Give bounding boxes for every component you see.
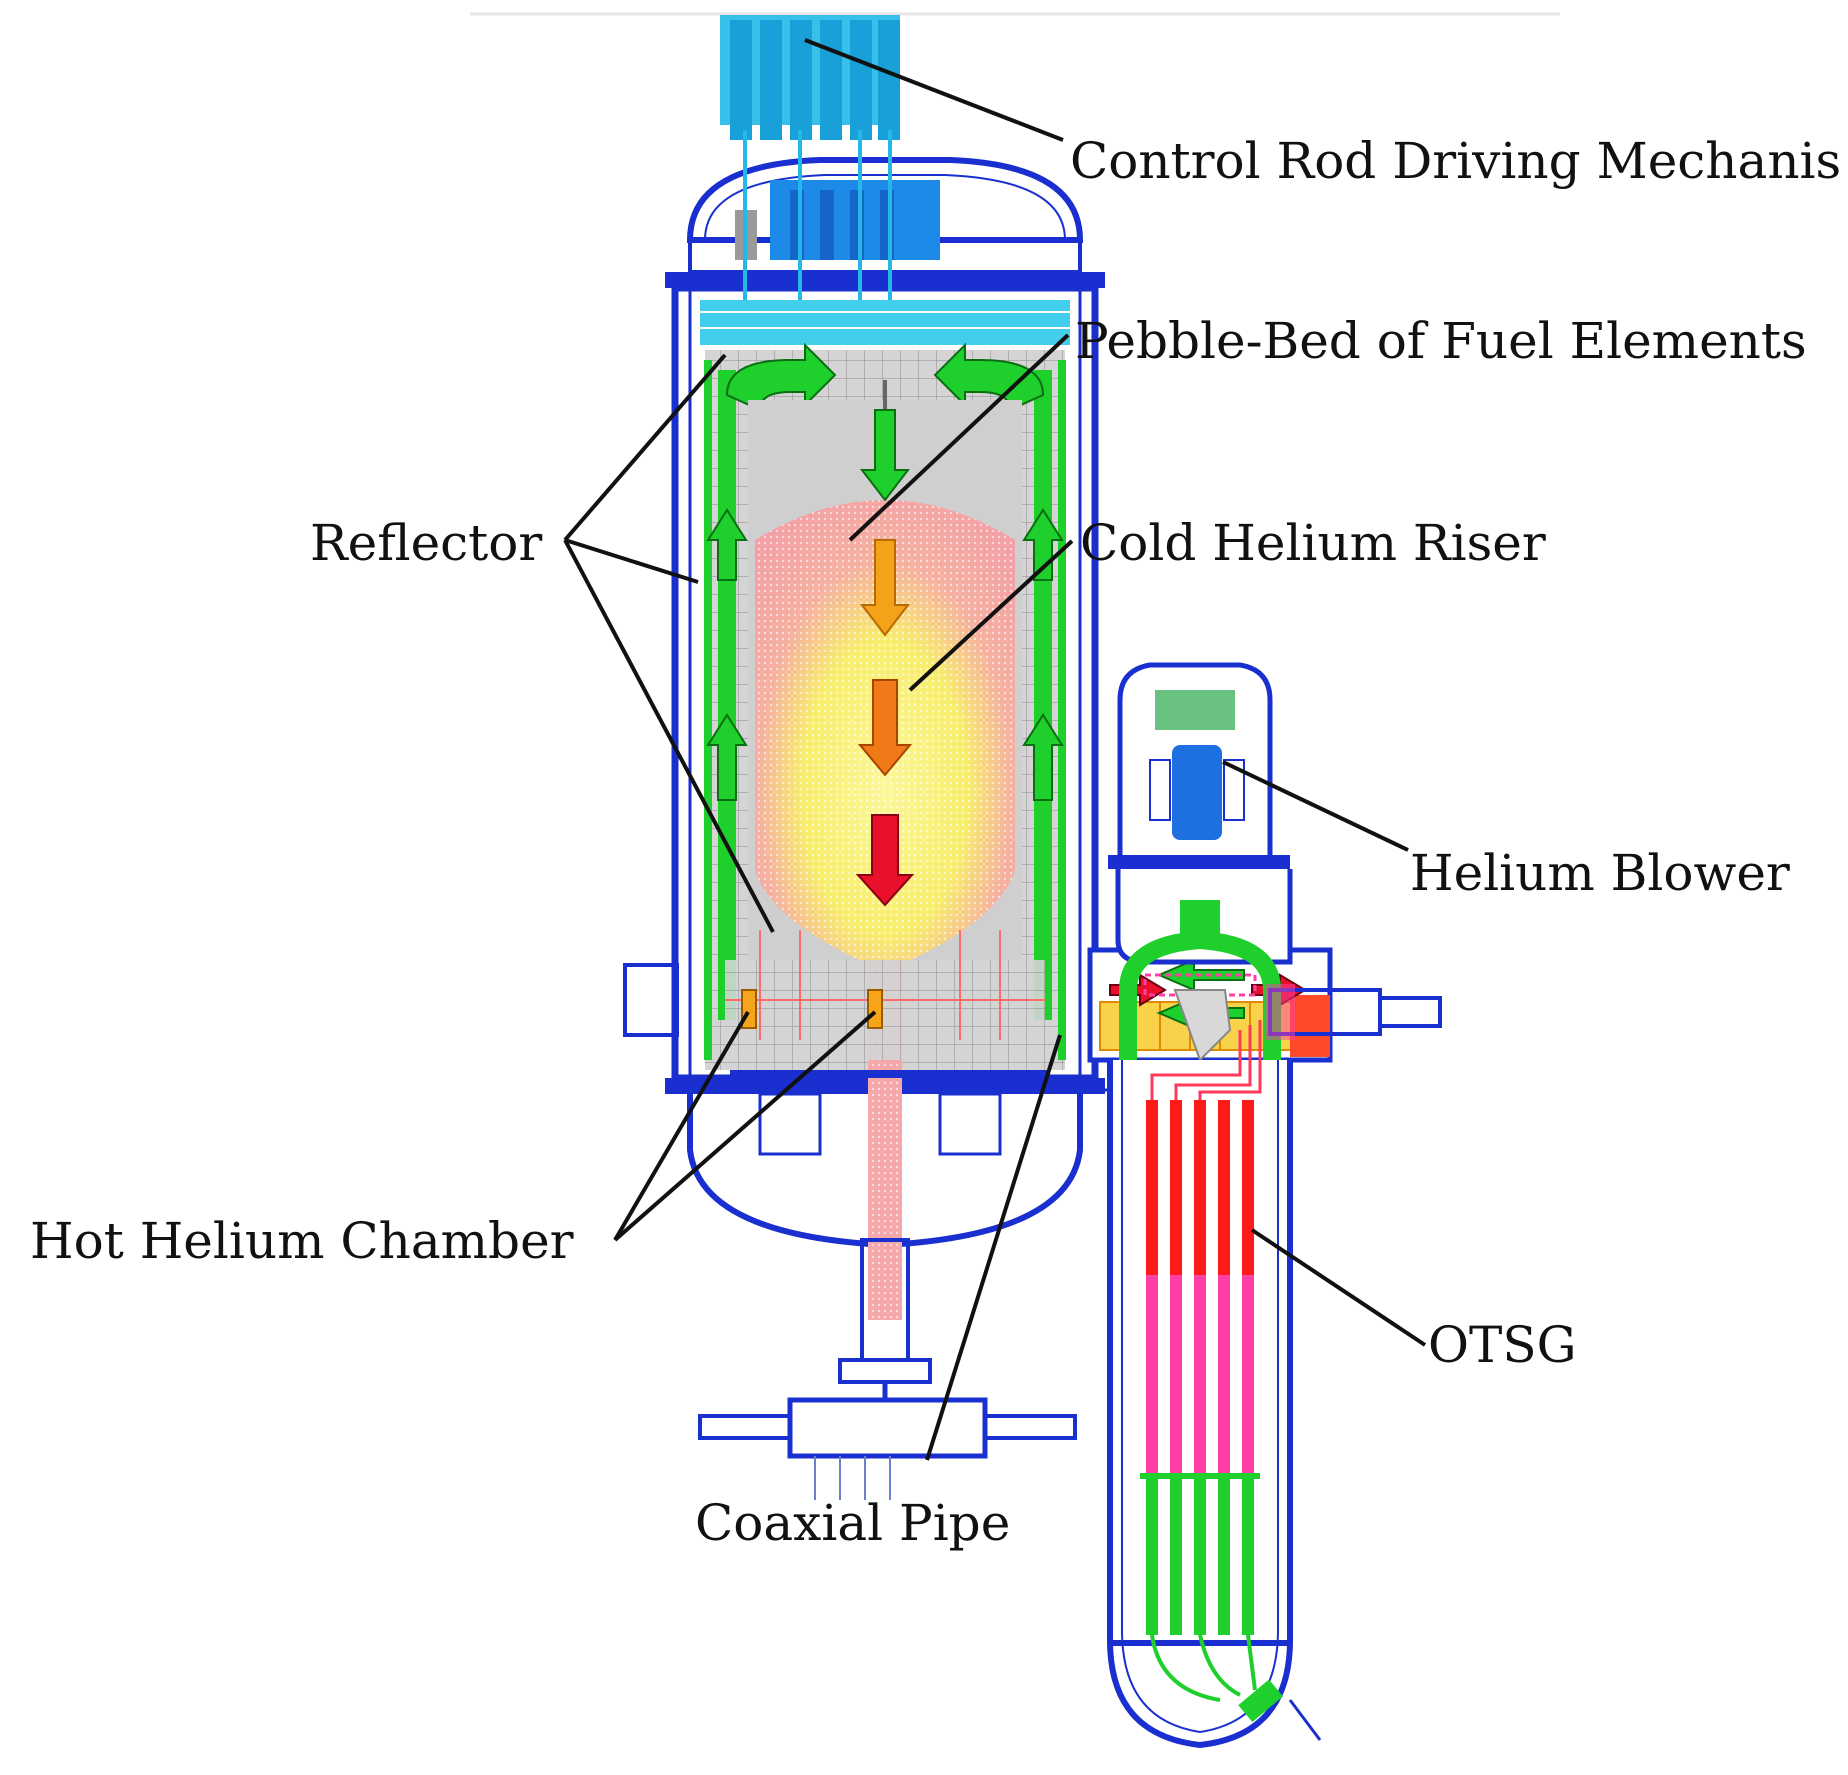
steam-generator bbox=[1107, 662, 1442, 1749]
control-rod-mechanisms bbox=[720, 15, 940, 300]
leader-lines bbox=[563, 38, 1427, 1461]
label-crdm: Control Rod Driving Mechanis bbox=[1070, 132, 1841, 190]
label-pebble-bed: Pebble-Bed of Fuel Elements bbox=[1075, 312, 1807, 370]
label-cold-helium-riser: Cold Helium Riser bbox=[1080, 514, 1546, 572]
labels: Control Rod Driving Mechanis Pebble-Bed … bbox=[30, 132, 1841, 1552]
label-reflector: Reflector bbox=[310, 514, 542, 572]
label-coaxial-pipe: Coaxial Pipe bbox=[695, 1494, 1010, 1552]
hot-chamber-right bbox=[867, 989, 883, 1029]
label-helium-blower: Helium Blower bbox=[1410, 844, 1790, 902]
core-flow-arrows bbox=[855, 409, 915, 907]
discharge-pipe bbox=[698, 1238, 1077, 1500]
label-otsg: OTSG bbox=[1428, 1316, 1577, 1374]
label-hot-helium-chamber: Hot Helium Chamber bbox=[30, 1212, 574, 1270]
helium-blower bbox=[1172, 745, 1222, 840]
